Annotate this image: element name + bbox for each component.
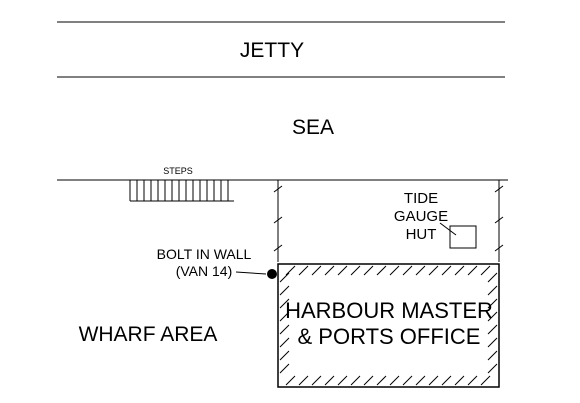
steps-label: STEPS — [163, 166, 193, 176]
sea-label: SEA — [292, 116, 334, 139]
building-wall-hatching — [279, 265, 498, 386]
tide-gauge-label-line2: GAUGE — [394, 208, 448, 225]
jetty-label: JETTY — [240, 39, 304, 62]
bolt-marker — [267, 269, 277, 279]
tide-gauge-label-line1: TIDE — [404, 190, 438, 207]
bolt-label-line1: BOLT IN WALL — [157, 246, 252, 262]
bolt-label-line2: (VAN 14) — [176, 263, 233, 279]
tide-gauge-hut — [449, 225, 477, 249]
office-label-line1: HARBOUR MASTER — [285, 298, 493, 323]
harbour-master-building — [277, 263, 500, 388]
bolt-leader — [235, 271, 267, 275]
right-wall-extension — [494, 180, 504, 262]
tide-gauge-label-line3: HUT — [406, 226, 437, 243]
wharf-area-label: WHARF AREA — [79, 323, 218, 346]
steps-symbol — [129, 180, 234, 202]
tide-gauge-leader — [439, 222, 457, 236]
left-wall-extension — [273, 180, 283, 262]
office-label-line2: & PORTS OFFICE — [298, 324, 481, 349]
